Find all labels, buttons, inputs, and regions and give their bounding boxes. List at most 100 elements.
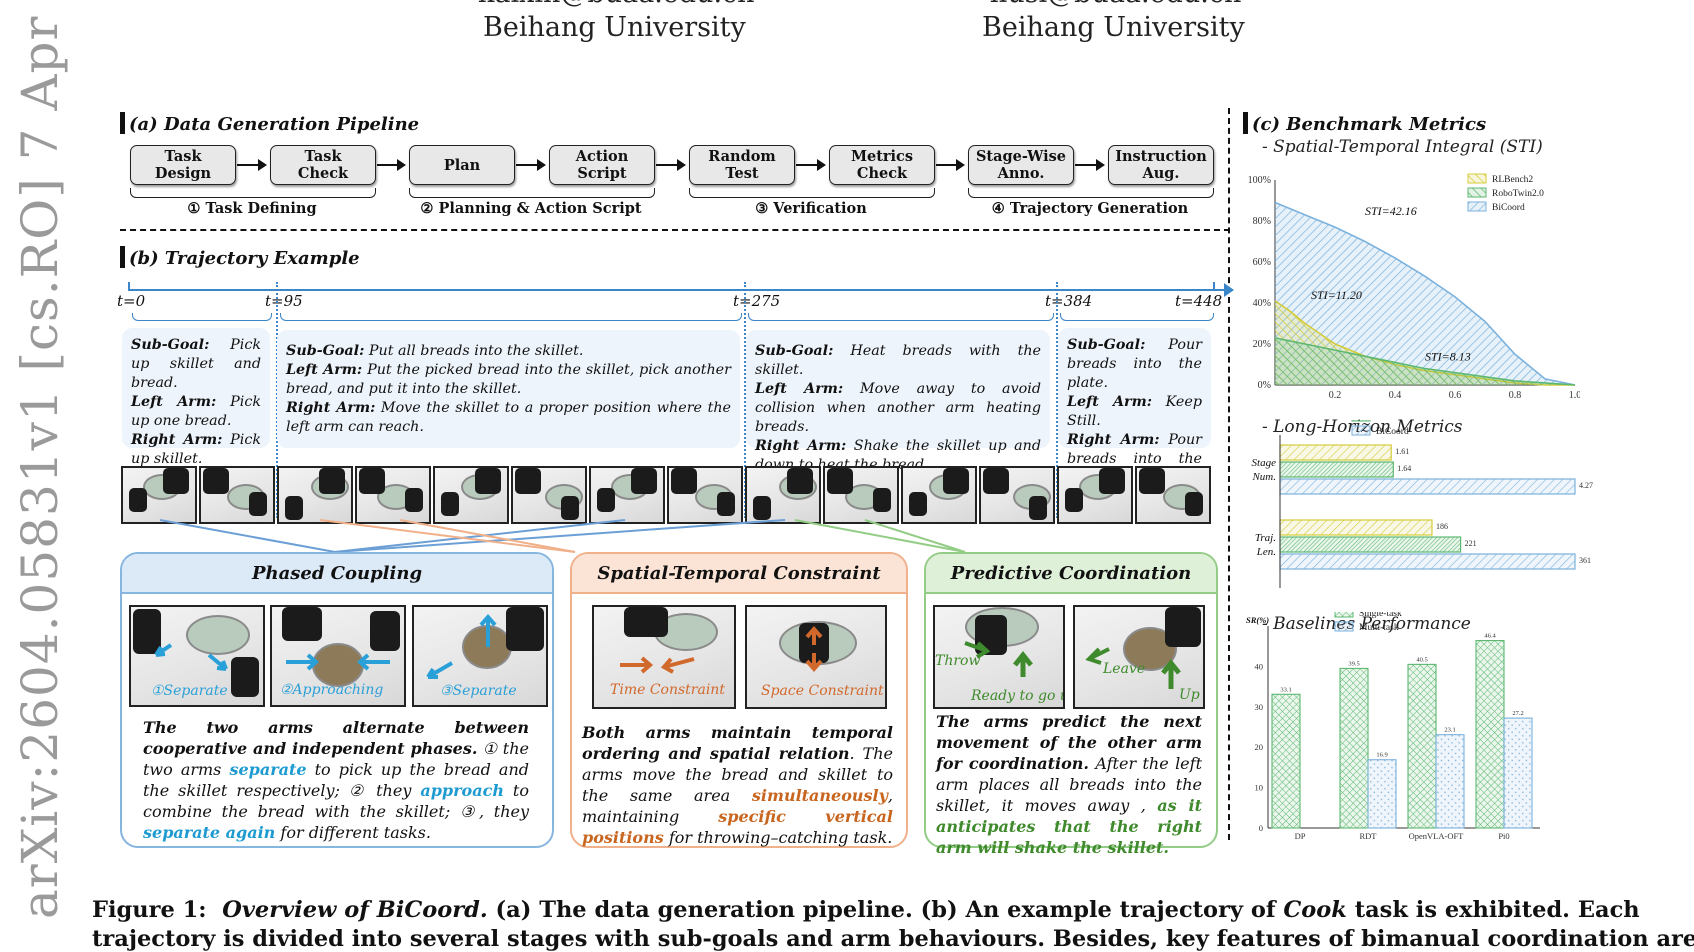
lh-bar-value: 1.64 bbox=[1397, 464, 1411, 473]
trajectory-frame-1 bbox=[121, 466, 197, 524]
sti-annotation: STI=42.16 bbox=[1365, 204, 1417, 218]
lh-category-label: Stage bbox=[1252, 457, 1277, 469]
stage-brace-3 bbox=[748, 313, 1054, 321]
connector-predictive-2 bbox=[864, 519, 966, 553]
pipeline-arrow-between-3 bbox=[936, 159, 965, 171]
pipeline-group-brace-2 bbox=[409, 188, 655, 198]
sti-x-tick: 0.6 bbox=[1449, 390, 1462, 400]
stage-1-right: Pick up skillet. bbox=[131, 432, 261, 467]
trajectory-frame-6 bbox=[511, 466, 587, 524]
connector-phased-1 bbox=[159, 519, 336, 553]
sti-line-RoboTwin2.0 bbox=[1274, 337, 1576, 386]
stage-brace-1 bbox=[132, 313, 272, 321]
frame-robot-arm-right bbox=[1065, 488, 1083, 512]
bp-bar bbox=[1367, 759, 1397, 829]
sti-legend-swatch bbox=[1467, 187, 1487, 198]
stage-1-goal-label: Sub-Goal: bbox=[131, 337, 210, 353]
timeline-arrowhead bbox=[1224, 283, 1234, 297]
lh-bar-value: 1.61 bbox=[1395, 447, 1409, 456]
bp-bar bbox=[1271, 693, 1301, 829]
stage-3-box: Sub-Goal: Heat breads with the skillet. … bbox=[746, 330, 1050, 473]
sti-area-RoboTwin2.0 bbox=[1275, 337, 1575, 385]
bp-x-tick: Pi0 bbox=[1498, 831, 1509, 841]
stage-2-goal: Put all breads into the skillet. bbox=[364, 343, 584, 359]
stage-2-left: Put the picked bread into the skillet, p… bbox=[286, 362, 731, 397]
baselines-subtitle: - Baselines Performance bbox=[1262, 614, 1471, 634]
frame-robot-arm-right bbox=[1185, 492, 1203, 516]
stage-1-box: Sub-Goal: Pick up skillet and bread. Lef… bbox=[122, 328, 270, 467]
frame-robot-arm-left bbox=[475, 468, 501, 494]
lh-bar-value: 221 bbox=[1465, 539, 1477, 548]
spatial-caption-1: Time Constraint bbox=[610, 682, 725, 698]
spatial-frame-1: Time Constraint bbox=[592, 605, 736, 709]
bp-y-tick: 10 bbox=[1255, 783, 1264, 793]
sti-y-tick: 100% bbox=[1248, 175, 1271, 186]
spatial-temporal-title: Spatial-Temporal Constraint bbox=[572, 554, 906, 594]
pipeline-group-label-1: ① Task Defining bbox=[187, 200, 317, 217]
frame-connectors bbox=[159, 519, 966, 553]
sti-legend-swatch bbox=[1467, 173, 1487, 184]
frame-robot-arm-left bbox=[1139, 468, 1165, 494]
stage-4-goal: Pour breads into the plate. bbox=[1067, 337, 1202, 391]
sti-x-tick: 0.2 bbox=[1329, 390, 1342, 400]
left-author-email: kaixin@buaa.edu.cn bbox=[478, 0, 755, 9]
frame-robot-arm-right bbox=[873, 488, 891, 512]
baselines-chart: SR(%)01020304033.1DP39.516.9RDT40.523.1O… bbox=[1246, 612, 1540, 841]
pipeline-arrow-3 bbox=[516, 159, 546, 171]
bp-legend-label: Multi-task bbox=[1359, 623, 1399, 633]
sti-y-tick: 80% bbox=[1253, 216, 1271, 227]
phased-text-2: ① the two arms bbox=[143, 739, 530, 779]
predictive-coordination-text: The arms predict the next movement of th… bbox=[936, 711, 1202, 858]
lh-bar-value: 361 bbox=[1579, 556, 1591, 565]
bp-bar-value: 40.5 bbox=[1416, 656, 1427, 663]
bp-y-tick: 40 bbox=[1255, 661, 1264, 671]
stage-2-box: Sub-Goal: Put all breads into the skille… bbox=[277, 330, 740, 448]
long-horizon-chart: 1.611.644.27StageNum.186221361Traj.Len.R… bbox=[1251, 420, 1593, 588]
frame-robot-arm-left bbox=[827, 468, 853, 494]
spatial-temporal-text: Both arms maintain temporal ordering and… bbox=[582, 722, 893, 848]
trajectory-frame-7 bbox=[589, 466, 665, 524]
frame-robot-arm-right bbox=[285, 496, 303, 520]
sti-legend-swatch bbox=[1467, 201, 1487, 212]
sti-legend-label: RLBench2 bbox=[1492, 175, 1533, 185]
phased-text-5: approach bbox=[420, 781, 504, 800]
pipeline-arrow-between-1 bbox=[377, 159, 406, 171]
connector-phased-3 bbox=[334, 519, 786, 553]
trajectory-frame-10 bbox=[823, 466, 899, 524]
spatial-frame-2: Space Constraint bbox=[745, 605, 887, 709]
phased-text-6: to combine the bread with the skillet; ③… bbox=[143, 781, 529, 821]
frame-robot-arm-left bbox=[671, 468, 697, 494]
spatial-text-3: simultaneously bbox=[751, 786, 888, 805]
trajectory-frame-8 bbox=[667, 466, 743, 524]
bp-bar bbox=[1503, 717, 1533, 829]
phased-text-7: separate again bbox=[143, 823, 276, 842]
bp-bar-value: 46.4 bbox=[1484, 633, 1496, 640]
pipeline-group-label-2: ② Planning & Action Script bbox=[420, 200, 642, 217]
lh-bar bbox=[1279, 478, 1576, 495]
lh-legend-swatch bbox=[1351, 425, 1371, 436]
stage-brace-4 bbox=[1060, 313, 1214, 321]
predictive-caption-1: Throw bbox=[935, 653, 981, 669]
stage-1-left-label: Left Arm: bbox=[131, 394, 217, 410]
frame-robot-arm-right bbox=[249, 492, 267, 516]
trajectory-frame-12 bbox=[979, 466, 1055, 524]
stage-1-right-label: Right Arm: bbox=[131, 432, 223, 448]
spatial-text-1: Both arms maintain temporal ordering and… bbox=[582, 723, 893, 763]
lh-legend-label: RoboTwin2.0 bbox=[1376, 420, 1428, 423]
spatial-text-5: specific vertical positions bbox=[582, 807, 893, 847]
frame-robot-arm-right bbox=[129, 488, 147, 512]
bp-bar-value: 16.9 bbox=[1376, 752, 1387, 759]
predictive-coordination-title: Predictive Coordination bbox=[926, 554, 1216, 594]
predictive-text-2: After the left arm places all breads int… bbox=[936, 754, 1203, 815]
figure-caption-line-2: trajectory is divided into several stage… bbox=[92, 926, 1694, 952]
predictive-text-3: as it anticipates that the right arm wil… bbox=[936, 796, 1203, 857]
frame-robot-arm-left bbox=[631, 468, 657, 494]
bp-bar-value: 23.1 bbox=[1444, 727, 1455, 734]
predictive-frame-2: Leave Up bbox=[1073, 605, 1205, 709]
